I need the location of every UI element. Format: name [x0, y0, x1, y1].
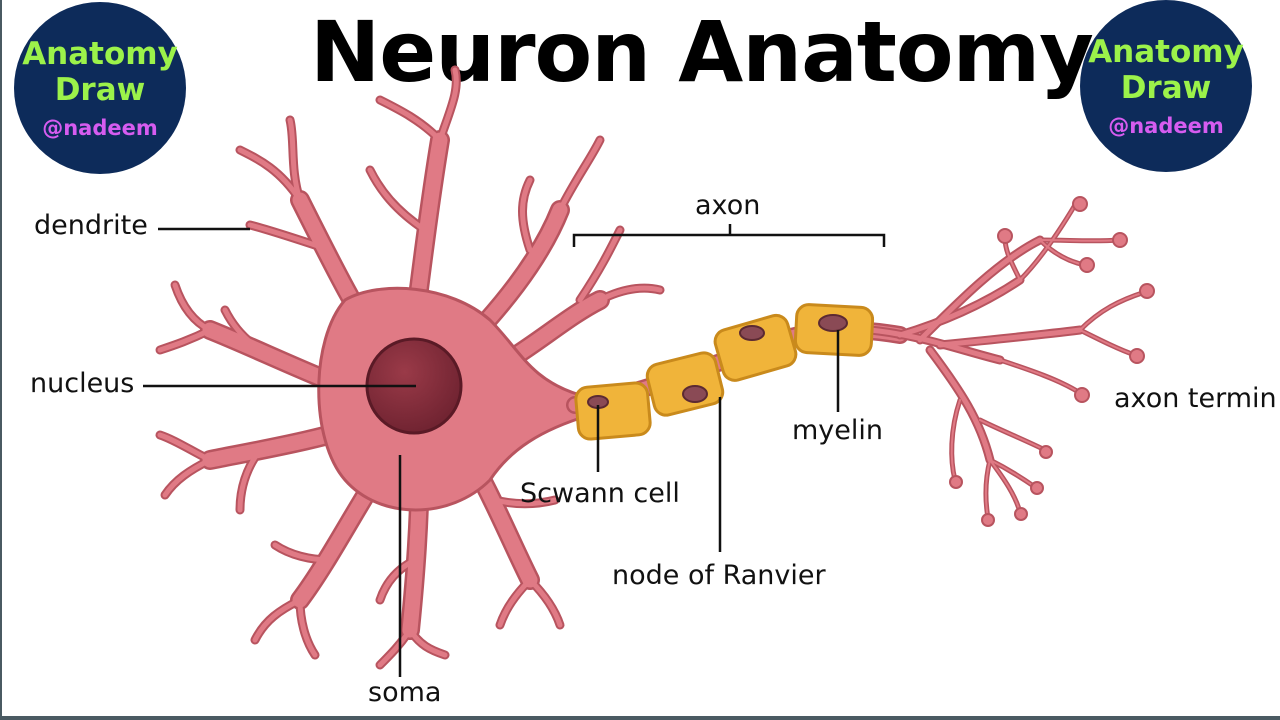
label-schwann-cell: Scwann cell — [520, 478, 680, 509]
axon-terminals — [865, 196, 1155, 527]
badge-handle: @nadeem — [42, 116, 158, 140]
badge-line2: Draw — [1120, 70, 1212, 106]
label-dendrite: dendrite — [34, 210, 148, 241]
label-soma: soma — [368, 677, 442, 708]
label-node-of-ranvier: node of Ranvier — [612, 560, 826, 591]
label-axon: axon — [695, 190, 761, 221]
badge-line1: Anatomy — [1088, 34, 1244, 70]
label-myelin: myelin — [792, 415, 884, 446]
label-axon-terminal: axon termin — [1114, 383, 1277, 414]
schwann-nuclei — [587, 314, 848, 409]
page-title: Neuron Anatomy — [310, 3, 1094, 101]
badge-line2: Draw — [54, 72, 146, 108]
leader-lines — [143, 224, 886, 677]
anatomy-draw-badge-left: Anatomy Draw @nadeem — [14, 2, 186, 174]
badge-line1: Anatomy — [22, 36, 178, 72]
anatomy-draw-badge-right: Anatomy Draw @nadeem — [1080, 0, 1252, 172]
badge-handle: @nadeem — [1108, 114, 1224, 138]
label-nucleus: nucleus — [30, 368, 135, 399]
